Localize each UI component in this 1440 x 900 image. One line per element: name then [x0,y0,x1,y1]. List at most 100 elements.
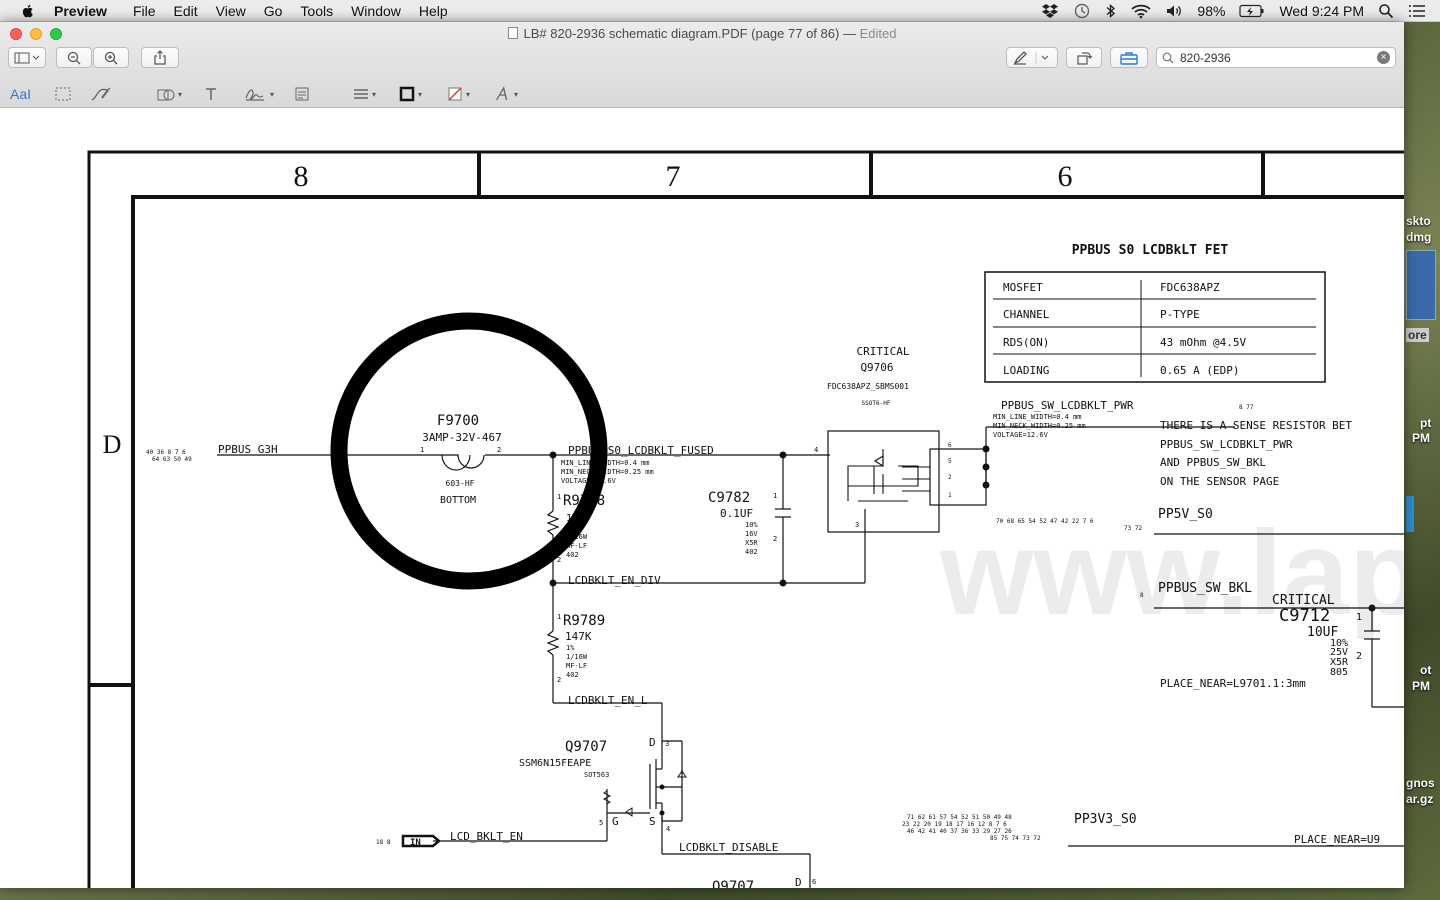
fill-color-tool[interactable]: ▾ [446,84,470,104]
zoom-out-button[interactable] [56,47,92,68]
desktop-label[interactable]: ot [1420,663,1432,677]
net-label: LCDBKLT_DISABLE [679,841,778,854]
q9707-pkg: SOT563 [584,771,609,779]
spotlight-icon[interactable] [1378,3,1394,19]
zoom-in-icon [104,51,118,64]
watermark: www.lapt [939,506,1404,640]
input-port-label: IN [410,838,421,848]
markup-circle-annotation[interactable] [330,312,608,590]
pin-number: 2 [948,474,952,481]
desktop-label[interactable]: ore [1406,328,1429,342]
pin-number: 2 [557,556,561,564]
toolbox-icon [1120,51,1138,65]
table-cell: FDC638APZ [1160,281,1220,294]
desktop-file-icon[interactable] [1406,496,1414,532]
menu-tools[interactable]: Tools [300,2,334,19]
minimize-window-button[interactable] [30,28,42,40]
wires [217,426,1404,888]
wifi-icon[interactable] [1131,3,1152,19]
volume-icon[interactable] [1165,3,1183,19]
rotate-button[interactable] [1066,47,1102,68]
desktop-label[interactable]: ar.gz [1406,792,1434,806]
desktop-label[interactable]: pt [1420,416,1432,430]
dropbox-icon[interactable] [1041,3,1059,19]
close-window-button[interactable] [10,28,22,40]
time-machine-icon[interactable] [1073,3,1091,19]
c9782-spec: X5R [745,539,758,547]
pin-number: 1 [557,493,561,501]
share-icon [154,50,166,65]
r9789-value: 147K [565,630,592,643]
toolbox-button[interactable] [1110,47,1148,68]
pin-number: 2 [557,676,561,684]
fuse-pin: 2 [497,446,501,454]
menu-help[interactable]: Help [418,2,448,19]
share-button[interactable] [141,47,179,68]
fuse-pkg: 603-HF [446,479,475,488]
menu-app-name[interactable]: Preview [54,2,107,19]
notification-center-icon[interactable] [1408,3,1426,19]
window-title[interactable]: LB# 820-2936 schematic diagram.PDF (page… [0,26,1404,41]
text-style-icon [496,86,508,101]
desktop-label[interactable]: PM [1412,431,1430,445]
menubar-clock[interactable]: Wed 9:24 PM [1279,3,1364,19]
search-field[interactable]: 820-2936 × [1156,47,1396,68]
c9712-value: 10UF [1307,625,1338,640]
menu-file[interactable]: File [132,2,156,19]
net-ref: 64 63 50 49 [152,456,192,463]
shapes-tool[interactable]: ▾ [156,84,182,104]
rect-selection-tool[interactable] [54,84,72,104]
c9782-ref: C9782 [708,490,750,506]
table-cell: 43 mOhm @4.5V [1160,336,1246,349]
zoom-in-button[interactable] [93,47,129,68]
q9707-part: SSM6N15FEAPE [519,758,591,769]
desktop-file-icon[interactable] [1406,250,1436,320]
signature-icon [245,89,264,101]
net-spec: MIN_LINE_WIDTH=0.4 mm [993,413,1082,421]
border-color-tool[interactable]: ▾ [398,84,422,104]
q9706-pin-block [929,448,987,506]
sidebar-toggle-button[interactable] [8,47,46,68]
battery-icon[interactable] [1239,4,1265,18]
menu-window[interactable]: Window [351,2,401,19]
text-selection-tool[interactable]: AaI [10,86,32,102]
net-label: PPBUS_G3H [218,443,278,456]
net-ref: 8 77 [1239,404,1254,411]
r9788-spec: 402 [566,551,579,559]
line-style-tool[interactable]: ▾ [352,84,376,104]
menu-view[interactable]: View [215,2,246,19]
desktop-label[interactable]: gnos [1406,776,1435,790]
desktop-label[interactable]: PM [1412,679,1430,693]
bluetooth-icon[interactable] [1105,3,1117,19]
pin-number: 3 [665,740,669,748]
pdf-page[interactable]: www.lapt 8 7 6 D PPBUS S0 LCDBkLT FET MO… [10,109,1404,888]
text-style-tool[interactable]: ▾ [496,84,518,104]
net-label: LCDBKLT_EN_DIV [568,574,661,587]
note-tool[interactable] [294,84,310,104]
c9712-spec: 805 [1330,667,1348,678]
c9782-value: 0.1UF [720,507,753,520]
title-bar: LB# 820-2936 schematic diagram.PDF (page… [0,22,1404,108]
pen-icon [1013,50,1049,65]
desktop-label[interactable]: dmg [1406,230,1432,244]
clear-search-icon[interactable]: × [1377,51,1390,64]
sketch-tool[interactable] [90,84,112,104]
signature-tool[interactable]: ▾ [244,84,274,104]
menu-edit[interactable]: Edit [173,2,198,19]
c9712-spec: X5R [1330,657,1349,668]
zoom-window-button[interactable] [50,28,62,40]
c9782-spec: 10% [745,521,758,529]
zone-label: 7 [666,160,681,193]
net-label: PPBUS_SW_LCDBKLT_PWR [1001,399,1134,412]
c9712-critical: CRITICAL [1272,593,1335,608]
apple-icon[interactable] [20,3,36,19]
markup-toolbar-button[interactable] [1006,47,1058,68]
text-tool[interactable] [204,84,218,104]
desktop-label[interactable]: skto [1406,214,1431,228]
pin-number: 4 [814,446,818,454]
c9712-spec: 10% [1330,638,1348,649]
note-icon [295,87,309,101]
search-input[interactable]: 820-2936 [1180,50,1231,65]
menu-go[interactable]: Go [263,2,283,19]
